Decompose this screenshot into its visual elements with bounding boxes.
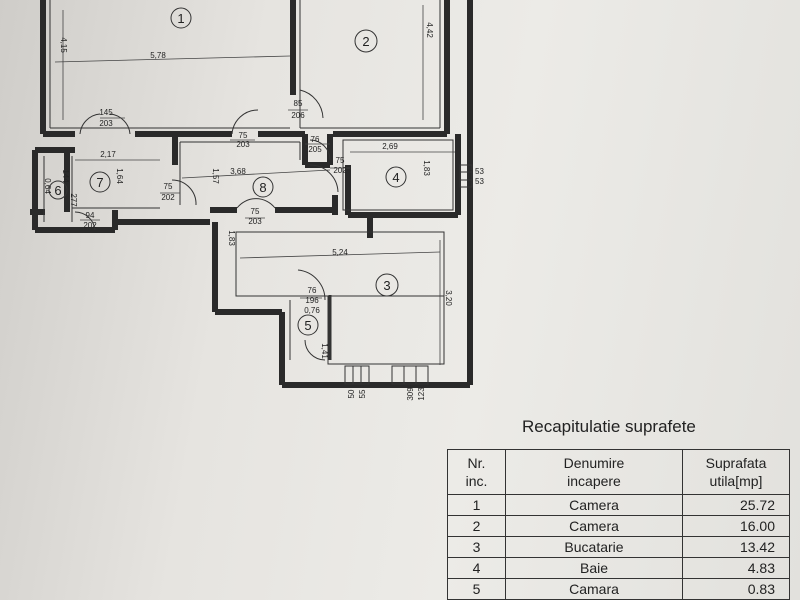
dim-door-196: 196 bbox=[305, 296, 319, 305]
cell-name: Camera bbox=[505, 515, 683, 537]
dim-door-76b: 76 bbox=[308, 286, 317, 295]
dim-r4-height: 1,83 bbox=[422, 160, 431, 176]
table-row: 2 Camera 16.00 bbox=[447, 515, 790, 537]
svg-text:3: 3 bbox=[383, 278, 390, 293]
room-marker-2: 2 bbox=[354, 29, 378, 53]
dim-win-53b: 53 bbox=[475, 177, 484, 186]
dim-door-145: 145 bbox=[99, 108, 113, 117]
room-marker-8: 8 bbox=[252, 176, 274, 198]
svg-text:4: 4 bbox=[392, 170, 399, 185]
svg-text:5: 5 bbox=[304, 318, 311, 333]
cell-nr: 4 bbox=[447, 557, 506, 579]
room-marker-7: 7 bbox=[89, 171, 111, 193]
dim-door-202b: 202 bbox=[161, 193, 175, 202]
room-marker-5: 5 bbox=[297, 314, 319, 336]
dim-door-75d: 75 bbox=[251, 207, 260, 216]
dim-r1-height: 4,15 bbox=[59, 37, 68, 53]
header-area: Suprafata utila[mp] bbox=[682, 449, 790, 495]
dim-door-203c: 203 bbox=[248, 217, 262, 226]
header-nr: Nr. inc. bbox=[447, 449, 506, 495]
dim-r5-width: 0,76 bbox=[304, 306, 320, 315]
dim-door-203a: 203 bbox=[99, 119, 113, 128]
dim-door-85: 85 bbox=[294, 99, 303, 108]
dim-r3-height: 3,20 bbox=[444, 290, 453, 306]
dim-r6-a: 144 bbox=[61, 169, 70, 183]
dim-hall7-width: 2,17 bbox=[100, 150, 116, 159]
svg-text:2: 2 bbox=[362, 34, 369, 49]
dim-r5-height: 1,41 bbox=[320, 343, 329, 359]
table-row: 4 Baie 4.83 bbox=[447, 557, 790, 579]
room-marker-6: 6 bbox=[48, 180, 68, 200]
cell-area: 0.83 bbox=[682, 578, 790, 600]
svg-text:8: 8 bbox=[259, 180, 266, 195]
dim-door-202a: 202 bbox=[333, 166, 347, 175]
dim-win-50: 50 bbox=[347, 389, 356, 398]
dim-win-53a: 53 bbox=[475, 167, 484, 176]
table-row: 1 Camera 25.72 bbox=[447, 494, 790, 516]
dim-r3-left: 1,83 bbox=[227, 230, 236, 246]
dim-win-309: 309 bbox=[406, 387, 415, 401]
dim-r4-width: 2,69 bbox=[382, 142, 398, 151]
dimension-labels: 5,78 4,15 4,42 85 206 145 203 75 203 76 … bbox=[43, 22, 484, 400]
svg-text:6: 6 bbox=[54, 183, 61, 198]
cell-area: 13.42 bbox=[682, 536, 790, 558]
summary-title: Recapitulatie suprafete bbox=[522, 417, 696, 436]
table-row: 3 Bucatarie 13.42 bbox=[447, 536, 790, 558]
room-markers: 1 2 3 4 5 6 7 8 bbox=[48, 7, 407, 336]
header-name: Denumire incapere bbox=[505, 449, 683, 495]
cell-area: 25.72 bbox=[682, 494, 790, 516]
cell-nr: 1 bbox=[447, 494, 506, 516]
dim-hall8-width: 3,68 bbox=[230, 167, 246, 176]
dim-door-206: 206 bbox=[291, 111, 305, 120]
cell-area: 16.00 bbox=[682, 515, 790, 537]
dimension-lines bbox=[54, 5, 455, 365]
room-marker-3: 3 bbox=[375, 273, 399, 297]
dim-door-202c: 202 bbox=[83, 221, 97, 230]
dim-r6-b: 277 bbox=[69, 193, 78, 207]
dim-r2-height: 4,42 bbox=[425, 22, 434, 38]
windows bbox=[344, 164, 473, 385]
cell-nr: 3 bbox=[447, 536, 506, 558]
cell-name: Bucatarie bbox=[505, 536, 683, 558]
cell-nr: 5 bbox=[447, 578, 506, 600]
dim-door-205: 205 bbox=[308, 145, 322, 154]
dim-win-123: 123 bbox=[417, 387, 426, 401]
table-header-row: Nr. inc. Denumire incapere Suprafata uti… bbox=[447, 449, 790, 495]
cell-name: Camera bbox=[505, 494, 683, 516]
table-row: 5 Camara 0.83 bbox=[447, 578, 790, 600]
dim-hall7-height: 1,64 bbox=[115, 168, 124, 184]
cell-name: Baie bbox=[505, 557, 683, 579]
dim-hall8-height: 1,57 bbox=[211, 168, 220, 184]
dim-win-55: 55 bbox=[358, 389, 367, 398]
cell-name: Camara bbox=[505, 578, 683, 600]
doors bbox=[74, 89, 339, 361]
walls bbox=[30, 0, 473, 388]
dim-door-75b: 75 bbox=[336, 156, 345, 165]
room-marker-1: 1 bbox=[170, 7, 192, 29]
dim-r1-width: 5,78 bbox=[150, 51, 166, 60]
dim-door-76a: 76 bbox=[311, 135, 320, 144]
area-summary-table: Nr. inc. Denumire incapere Suprafata uti… bbox=[447, 449, 790, 600]
cell-area: 4.83 bbox=[682, 557, 790, 579]
dim-door-94: 94 bbox=[86, 211, 95, 220]
room-marker-4: 4 bbox=[385, 166, 407, 188]
dim-door-203b: 203 bbox=[236, 140, 250, 149]
inner-lines bbox=[43, 0, 454, 365]
dim-r6-width: 0,64 bbox=[43, 178, 52, 194]
svg-text:1: 1 bbox=[177, 11, 184, 26]
cell-nr: 2 bbox=[447, 515, 506, 537]
dim-door-75a: 75 bbox=[239, 131, 248, 140]
dim-r3-width: 5,24 bbox=[332, 248, 348, 257]
dim-door-75c: 75 bbox=[164, 182, 173, 191]
svg-text:7: 7 bbox=[96, 175, 103, 190]
